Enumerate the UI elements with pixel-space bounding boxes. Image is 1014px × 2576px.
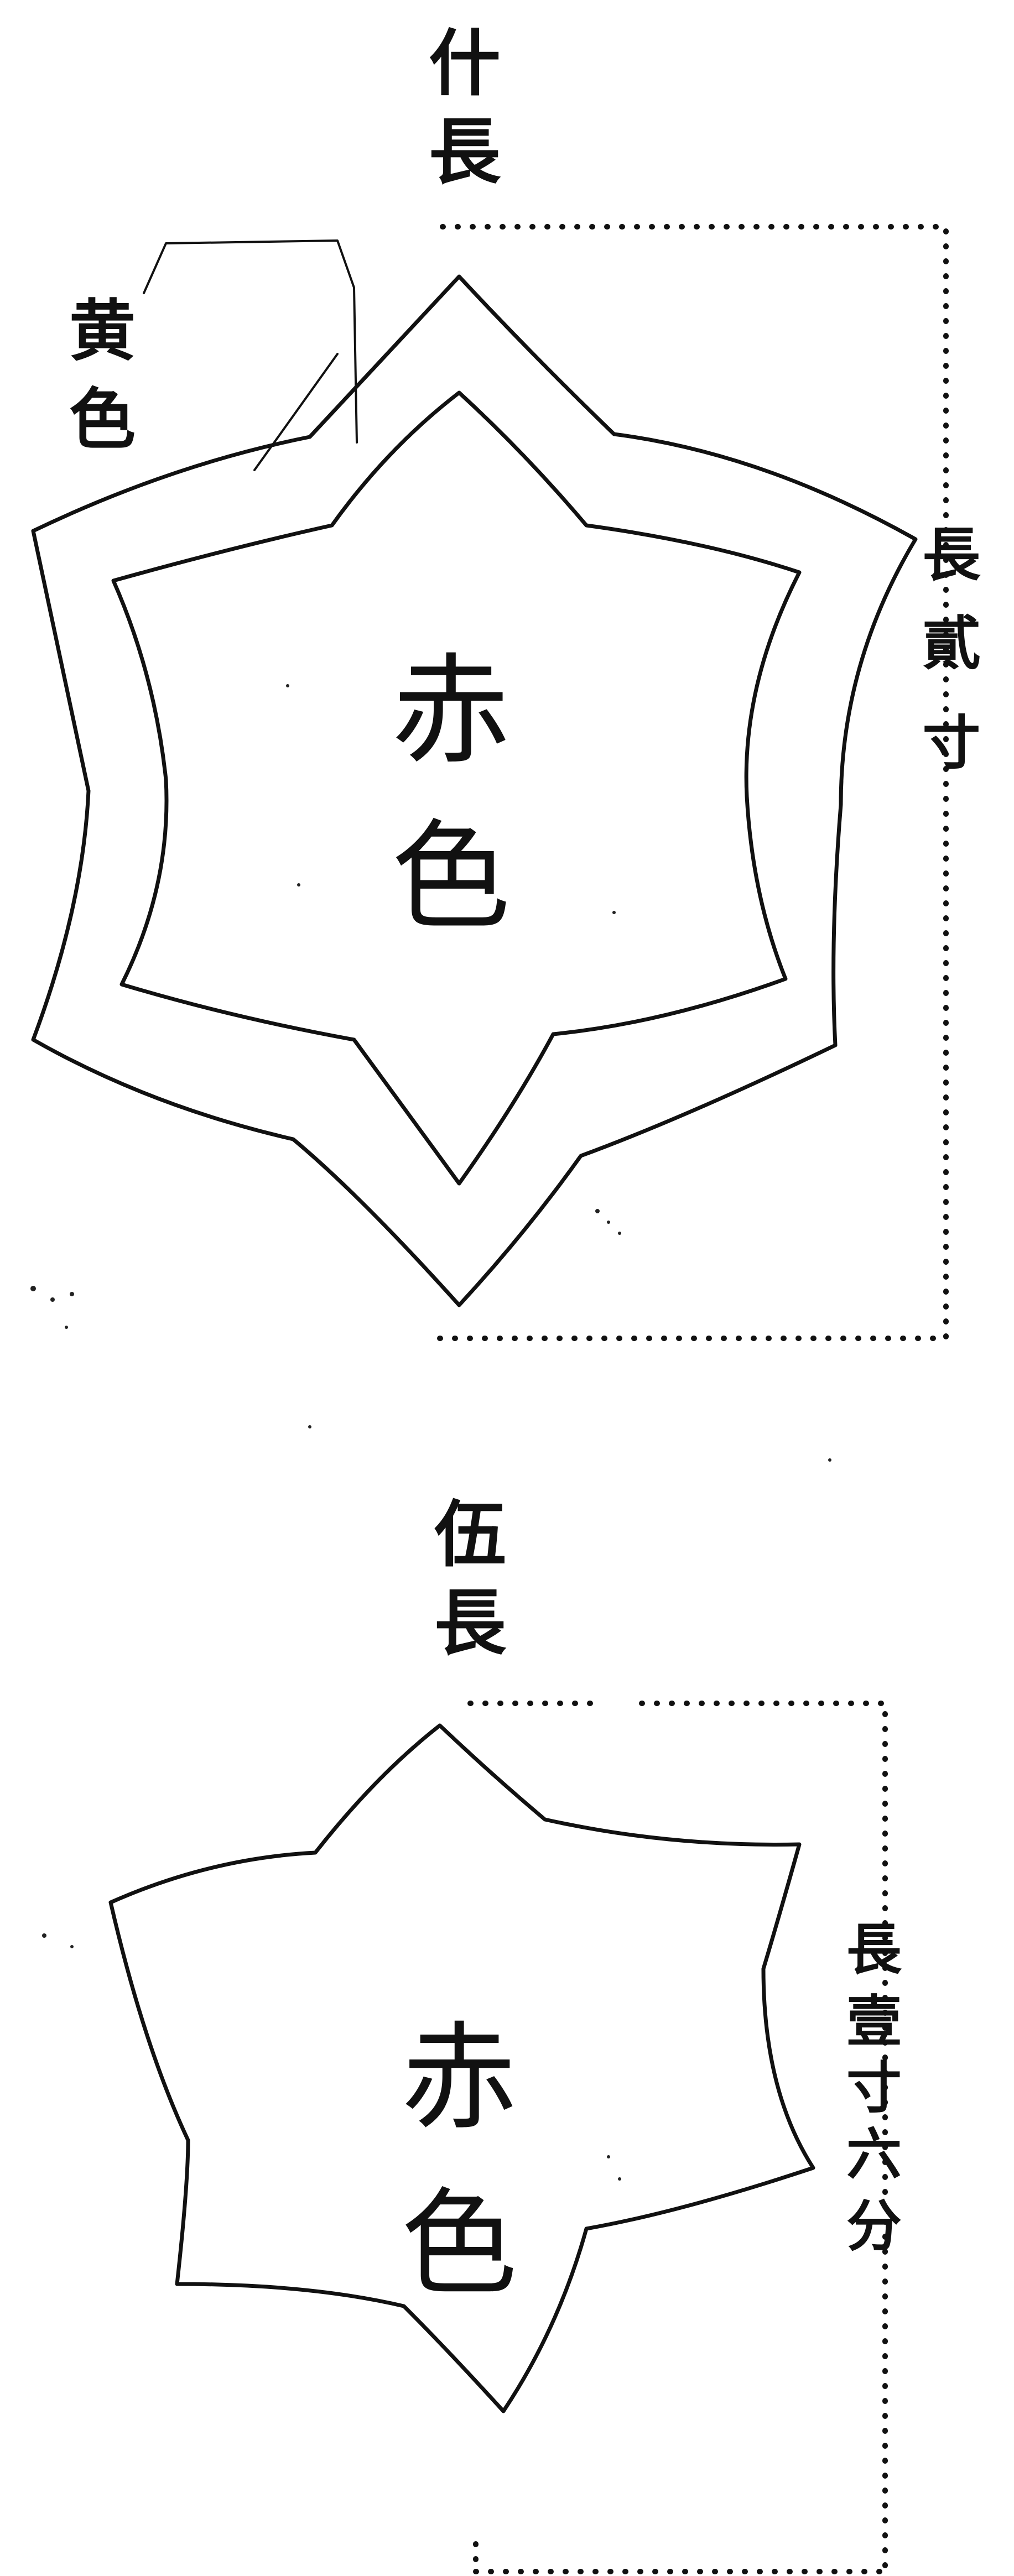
top-inner-color-char-2: 色 [392, 807, 511, 946]
bottom-dimension-bracket [467, 1701, 888, 2574]
bottom-figure: 伍 長 赤 色 長 壹 寸 六 分 [108, 1492, 902, 2574]
bottom-color-char-1: 赤 [401, 2010, 517, 2146]
top-figure: 什 長 黄 色 赤 色 長 貳 寸 [31, 21, 981, 1341]
bottom-rank-char-2: 長 [434, 1581, 507, 1665]
top-dimension-bracket [434, 224, 949, 1341]
top-rank-char-1: 什 [429, 21, 501, 106]
bottom-size-char-4: 六 [846, 2121, 902, 2187]
top-yellow-leader-tick [253, 353, 339, 471]
top-inner-color-char-1: 赤 [392, 642, 511, 780]
bottom-color-char-2: 色 [401, 2176, 517, 2312]
top-outer-color-char-2: 色 [69, 380, 136, 458]
bottom-size-char-1: 長 [846, 1917, 902, 1982]
top-inner-color-label: 赤 色 [392, 642, 511, 946]
bottom-rank-char-1: 伍 [434, 1492, 506, 1577]
top-size-char-1: 長 [922, 520, 981, 589]
bottom-size-char-5: 分 [846, 2193, 902, 2259]
bottom-star-outline [108, 1723, 815, 2413]
bottom-color-label: 赤 色 [401, 2010, 517, 2312]
top-outer-color-char-1: 黄 [69, 292, 136, 370]
top-outer-color-label: 黄 色 [69, 292, 136, 458]
top-inner-star-outline [111, 390, 802, 1186]
bottom-size-label: 長 壹 寸 六 分 [846, 1917, 902, 2259]
top-rank-label: 什 長 [429, 21, 501, 194]
top-outer-star-outline [31, 274, 918, 1307]
top-yellow-leader-bracket [143, 239, 358, 444]
bottom-size-char-3: 寸 [846, 2055, 902, 2120]
top-size-char-2: 貳 [922, 609, 980, 677]
bottom-size-char-2: 壹 [846, 1989, 902, 2054]
top-rank-char-2: 長 [429, 109, 501, 194]
top-size-label: 長 貳 寸 [922, 520, 981, 777]
bottom-rank-label: 伍 長 [434, 1492, 507, 1665]
scan-specks [30, 684, 831, 2181]
top-size-char-3: 寸 [922, 708, 980, 777]
